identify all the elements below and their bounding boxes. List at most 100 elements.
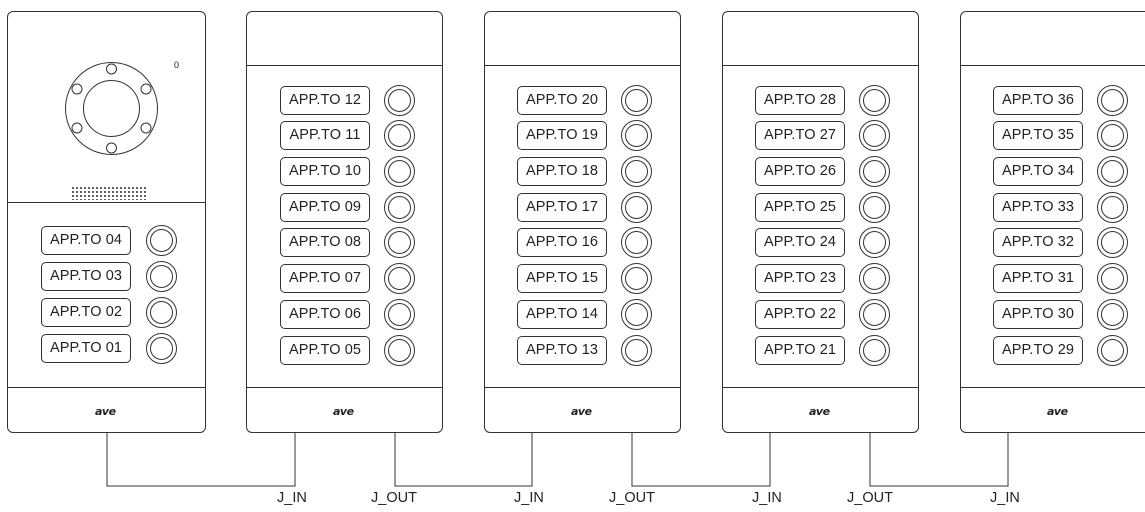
camera-entrance-panel: 0 APP.TO 04 APP.TO 03 APP.TO 02 APP.TO 0… <box>7 11 206 433</box>
name-label-apt-29: APP.TO 29 <box>993 336 1083 365</box>
call-button-apt-14[interactable] <box>621 299 652 330</box>
ave-logo: ave <box>809 405 830 418</box>
terminal-label-j-out: J_OUT <box>609 490 655 506</box>
call-button-apt-33[interactable] <box>1097 192 1128 223</box>
call-button-apt-36[interactable] <box>1097 85 1128 116</box>
name-label-apt-34: APP.TO 34 <box>993 157 1083 186</box>
call-button-apt-18[interactable] <box>621 156 652 187</box>
name-label-apt-14: APP.TO 14 <box>517 300 607 329</box>
name-label-apt-22: APP.TO 22 <box>755 300 845 329</box>
call-button-apt-24[interactable] <box>859 227 890 258</box>
call-button-apt-26[interactable] <box>859 156 890 187</box>
connection-wire <box>106 433 296 487</box>
call-button-apt-20[interactable] <box>621 85 652 116</box>
name-label-apt-33: APP.TO 33 <box>993 193 1083 222</box>
panel-divider <box>961 65 1145 66</box>
call-button-apt-11[interactable] <box>384 120 415 151</box>
call-button-apt-12[interactable] <box>384 85 415 116</box>
terminal-label-j-in: J_IN <box>990 490 1020 506</box>
name-label-apt-02: APP.TO 02 <box>41 298 131 327</box>
name-label-apt-30: APP.TO 30 <box>993 300 1083 329</box>
name-label-apt-06: APP.TO 06 <box>280 300 370 329</box>
call-button-apt-02[interactable] <box>146 297 177 328</box>
terminal-label-j-out: J_OUT <box>847 490 893 506</box>
camera-icon <box>65 62 158 155</box>
name-label-apt-20: APP.TO 20 <box>517 86 607 115</box>
ave-logo: ave <box>571 405 592 418</box>
name-label-apt-31: APP.TO 31 <box>993 264 1083 293</box>
call-button-apt-04[interactable] <box>146 225 177 256</box>
call-button-apt-32[interactable] <box>1097 227 1128 258</box>
terminal-label-j-in: J_IN <box>752 490 782 506</box>
name-label-apt-16: APP.TO 16 <box>517 228 607 257</box>
call-button-apt-34[interactable] <box>1097 156 1128 187</box>
call-button-apt-21[interactable] <box>859 335 890 366</box>
connection-wire <box>631 433 771 487</box>
call-button-apt-03[interactable] <box>146 261 177 292</box>
call-button-apt-07[interactable] <box>384 263 415 294</box>
name-label-apt-04: APP.TO 04 <box>41 226 131 255</box>
terminal-label-j-in: J_IN <box>514 490 544 506</box>
name-label-apt-07: APP.TO 07 <box>280 264 370 293</box>
call-button-apt-06[interactable] <box>384 299 415 330</box>
call-button-apt-01[interactable] <box>146 333 177 364</box>
name-label-apt-01: APP.TO 01 <box>41 334 131 363</box>
name-label-apt-11: APP.TO 11 <box>280 121 370 150</box>
call-button-apt-25[interactable] <box>859 192 890 223</box>
name-label-apt-13: APP.TO 13 <box>517 336 607 365</box>
panel-divider <box>723 65 918 66</box>
name-label-apt-18: APP.TO 18 <box>517 157 607 186</box>
ave-logo: ave <box>1047 405 1068 418</box>
panel-divider <box>8 387 205 388</box>
status-indicator: 0 <box>174 60 180 70</box>
name-label-apt-19: APP.TO 19 <box>517 121 607 150</box>
button-module-panel-4: APP.TO 28 APP.TO 27 APP.TO 26 APP.TO 25 … <box>722 11 919 433</box>
name-label-apt-27: APP.TO 27 <box>755 121 845 150</box>
panel-divider <box>8 202 205 203</box>
panel-divider <box>247 65 442 66</box>
connection-wire <box>869 433 1009 487</box>
name-label-apt-09: APP.TO 09 <box>280 193 370 222</box>
terminal-label-j-in: J_IN <box>277 490 307 506</box>
panel-divider <box>961 387 1145 388</box>
call-button-apt-27[interactable] <box>859 120 890 151</box>
name-label-apt-32: APP.TO 32 <box>993 228 1083 257</box>
name-label-apt-28: APP.TO 28 <box>755 86 845 115</box>
panel-divider <box>247 387 442 388</box>
button-module-panel-5: APP.TO 36 APP.TO 35 APP.TO 34 APP.TO 33 … <box>960 11 1145 433</box>
call-button-apt-22[interactable] <box>859 299 890 330</box>
ave-logo: ave <box>333 405 354 418</box>
panel-divider <box>723 387 918 388</box>
call-button-apt-17[interactable] <box>621 192 652 223</box>
call-button-apt-08[interactable] <box>384 227 415 258</box>
name-label-apt-25: APP.TO 25 <box>755 193 845 222</box>
call-button-apt-28[interactable] <box>859 85 890 116</box>
call-button-apt-31[interactable] <box>1097 263 1128 294</box>
name-label-apt-05: APP.TO 05 <box>280 336 370 365</box>
name-label-apt-08: APP.TO 08 <box>280 228 370 257</box>
call-button-apt-09[interactable] <box>384 192 415 223</box>
call-button-apt-23[interactable] <box>859 263 890 294</box>
call-button-apt-15[interactable] <box>621 263 652 294</box>
call-button-apt-35[interactable] <box>1097 120 1128 151</box>
panel-divider <box>485 65 680 66</box>
name-label-apt-24: APP.TO 24 <box>755 228 845 257</box>
call-button-apt-16[interactable] <box>621 227 652 258</box>
name-label-apt-26: APP.TO 26 <box>755 157 845 186</box>
call-button-apt-29[interactable] <box>1097 335 1128 366</box>
name-label-apt-03: APP.TO 03 <box>41 262 131 291</box>
name-label-apt-15: APP.TO 15 <box>517 264 607 293</box>
call-button-apt-30[interactable] <box>1097 299 1128 330</box>
name-label-apt-17: APP.TO 17 <box>517 193 607 222</box>
button-module-panel-3: APP.TO 20 APP.TO 19 APP.TO 18 APP.TO 17 … <box>484 11 681 433</box>
call-button-apt-13[interactable] <box>621 335 652 366</box>
panel-divider <box>485 387 680 388</box>
button-module-panel-2: APP.TO 12 APP.TO 11 APP.TO 10 APP.TO 09 … <box>246 11 443 433</box>
call-button-apt-10[interactable] <box>384 156 415 187</box>
call-button-apt-19[interactable] <box>621 120 652 151</box>
name-label-apt-10: APP.TO 10 <box>280 157 370 186</box>
call-button-apt-05[interactable] <box>384 335 415 366</box>
name-label-apt-23: APP.TO 23 <box>755 264 845 293</box>
speaker-grille-icon <box>71 186 147 200</box>
